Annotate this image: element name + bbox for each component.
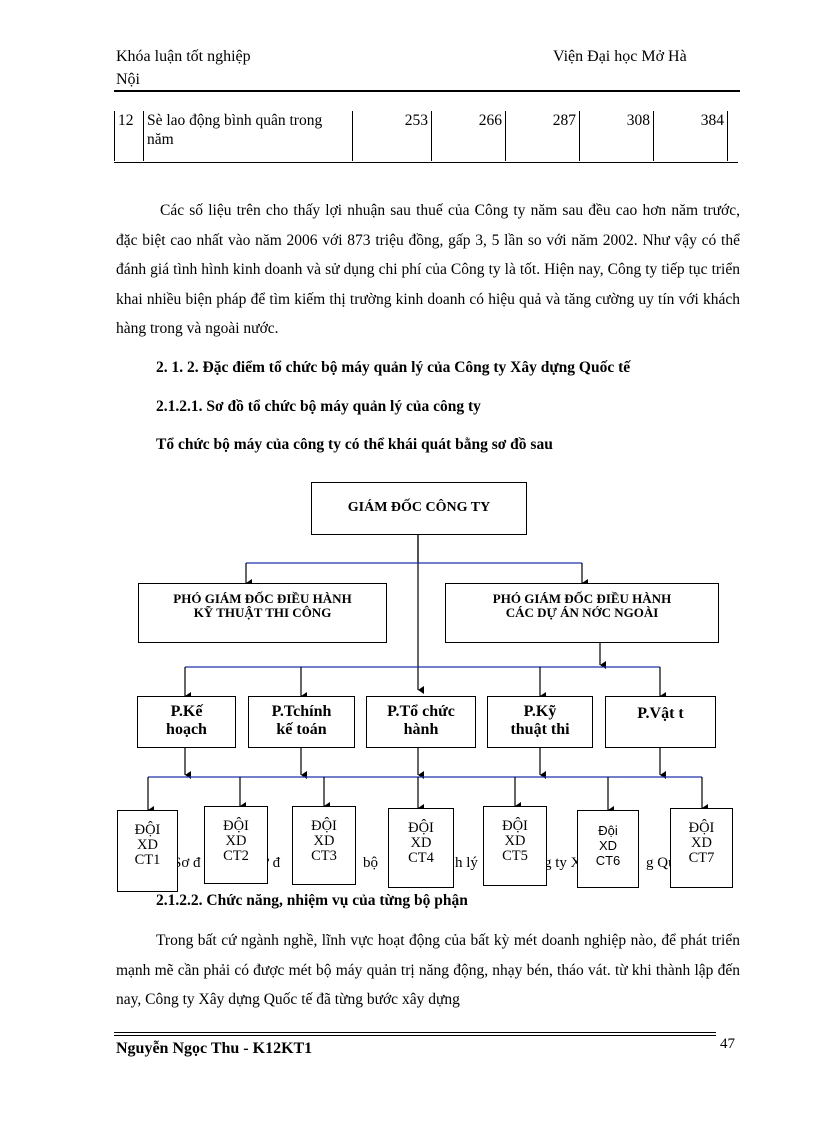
header-rule — [114, 90, 740, 92]
org-vp-right-line1: PHÓ GIÁM ĐỐC ĐIỀU HÀNH — [492, 591, 672, 606]
org-team-line2: XD — [313, 833, 335, 849]
org-team-line2: XD — [410, 835, 432, 851]
caption-fragment: g ty X — [544, 855, 582, 871]
org-dept-organization-box: P.Tổ chức hành — [366, 696, 476, 748]
org-team-ct7-box: ĐỘI XD CT7 — [670, 808, 733, 888]
heading-2-1-2-1: 2.1.2.1. Sơ đồ tổ chức bộ máy quản lý củ… — [156, 398, 481, 415]
org-team-line3: CT3 — [311, 848, 337, 864]
heading-diagram-intro: Tổ chức bộ máy của công ty có thể khái q… — [156, 436, 553, 453]
org-vp-right-line2: CÁC DỰ ÁN NỚC NGOÀI — [505, 605, 659, 620]
org-dept-line2: hành — [403, 721, 439, 738]
org-team-line1: ĐỘI — [223, 818, 249, 834]
org-dept-line1: P.Tchính — [271, 703, 332, 720]
org-vp-left-line2: KỸ THUẬT THI CÔNG — [193, 605, 332, 620]
org-team-line3: CT1 — [134, 852, 161, 868]
caption-fragment: Sơ đ — [173, 855, 201, 871]
org-dept-planning-box: P.Kế hoạch — [137, 696, 236, 748]
org-team-ct6-box: Đội XD CT6 — [577, 810, 639, 888]
footer-rule-1 — [114, 1032, 716, 1033]
org-team-line3: CT5 — [502, 848, 528, 864]
caption-fragment: h lý — [455, 855, 478, 871]
value-cell: 253 — [352, 111, 432, 161]
org-team-line1: ĐỘI — [408, 820, 434, 836]
org-dept-line2: hoạch — [166, 721, 207, 738]
value-cell: 308 — [579, 111, 654, 161]
org-vp-projects-box: PHÓ GIÁM ĐỐC ĐIỀU HÀNH CÁC DỰ ÁN NỚC NGO… — [445, 583, 719, 643]
org-team-ct2-box: ĐỘI XD CT2 — [204, 806, 268, 884]
org-dept-line1: P.Kỹ — [523, 703, 557, 720]
org-team-line2: XD — [504, 833, 526, 849]
caption-fragment: bộ — [363, 855, 378, 871]
org-team-ct5-box: ĐỘI XD CT5 — [483, 806, 547, 886]
org-dept-line1: P.Tổ chức — [387, 703, 455, 720]
org-team-line1: ĐỘI — [688, 820, 715, 836]
org-team-line2: XD — [137, 837, 158, 853]
org-team-line2: XD — [598, 838, 618, 853]
footer-author: Nguyễn Ngọc Thu - K12KT1 — [116, 1040, 313, 1057]
header-left-line1: Khóa luận tốt nghiệp — [116, 48, 251, 65]
org-team-line1: Đội — [598, 823, 618, 838]
org-team-line3: CT7 — [688, 850, 715, 866]
org-team-line2: XD — [225, 833, 247, 849]
heading-2-1-2: 2. 1. 2. Đặc điểm tổ chức bộ máy quản lý… — [156, 359, 631, 376]
org-team-line1: ĐỘI — [311, 818, 337, 834]
table-bottom-rule — [114, 162, 738, 163]
org-director-label: GIÁM ĐỐC CÔNG TY — [347, 500, 491, 515]
org-team-ct1-box: ĐỘI XD CT1 — [117, 810, 178, 892]
paragraph-2: Trong bất cứ ngành nghề, lĩnh vực hoạt đ… — [116, 932, 740, 1008]
org-team-line3: CT6 — [595, 853, 621, 868]
org-vp-left-line1: PHÓ GIÁM ĐỐC ĐIỀU HÀNH — [173, 591, 352, 606]
org-dept-line1: P.Kế — [170, 703, 203, 720]
org-dept-technical-box: P.Kỹ thuật thi — [487, 696, 593, 748]
footer-page-number: 47 — [720, 1036, 735, 1052]
table-row: 12 Sè lao động bình quân trong năm 253 2… — [114, 111, 728, 161]
org-vp-technical-box: PHÓ GIÁM ĐỐC ĐIỀU HÀNH KỸ THUẬT THI CÔNG — [138, 583, 387, 643]
heading-2-1-2-2: 2.1.2.2. Chức năng, nhiệm vụ của từng bộ… — [156, 892, 468, 909]
org-dept-finance-box: P.Tchính kế toán — [248, 696, 355, 748]
org-team-ct3-box: ĐỘI XD CT3 — [292, 806, 356, 885]
header-left-line2: Nội — [116, 71, 140, 88]
footer-rule-2 — [114, 1035, 716, 1036]
data-table-row: 12 Sè lao động bình quân trong năm 253 2… — [114, 111, 728, 161]
org-dept-line1: P.Vật t — [637, 705, 684, 722]
org-team-ct4-box: ĐỘI XD CT4 — [388, 808, 454, 888]
row-label: Sè lao động bình quân trong năm — [143, 111, 353, 161]
value-cell: 384 — [653, 111, 728, 161]
org-dept-line2: kế toán — [276, 721, 327, 738]
org-team-line3: CT4 — [408, 850, 434, 866]
org-team-line1: ĐỘI — [134, 822, 161, 838]
caption-fragment: g Qu — [646, 855, 676, 871]
org-director-box: GIÁM ĐỐC CÔNG TY — [311, 482, 527, 535]
header-right: Viện Đại học Mở Hà — [553, 48, 687, 65]
org-team-line3: CT2 — [223, 848, 249, 864]
org-team-line1: ĐỘI — [502, 818, 528, 834]
paragraph-1: Các số liệu trên cho thấy lợi nhuận sau … — [116, 202, 740, 337]
value-cell: 266 — [431, 111, 506, 161]
org-team-line2: XD — [691, 835, 712, 851]
value-cell: 287 — [505, 111, 580, 161]
org-dept-line2: thuật thi — [510, 721, 570, 738]
org-dept-materials-box: P.Vật t — [605, 696, 716, 748]
row-index: 12 — [114, 111, 144, 161]
